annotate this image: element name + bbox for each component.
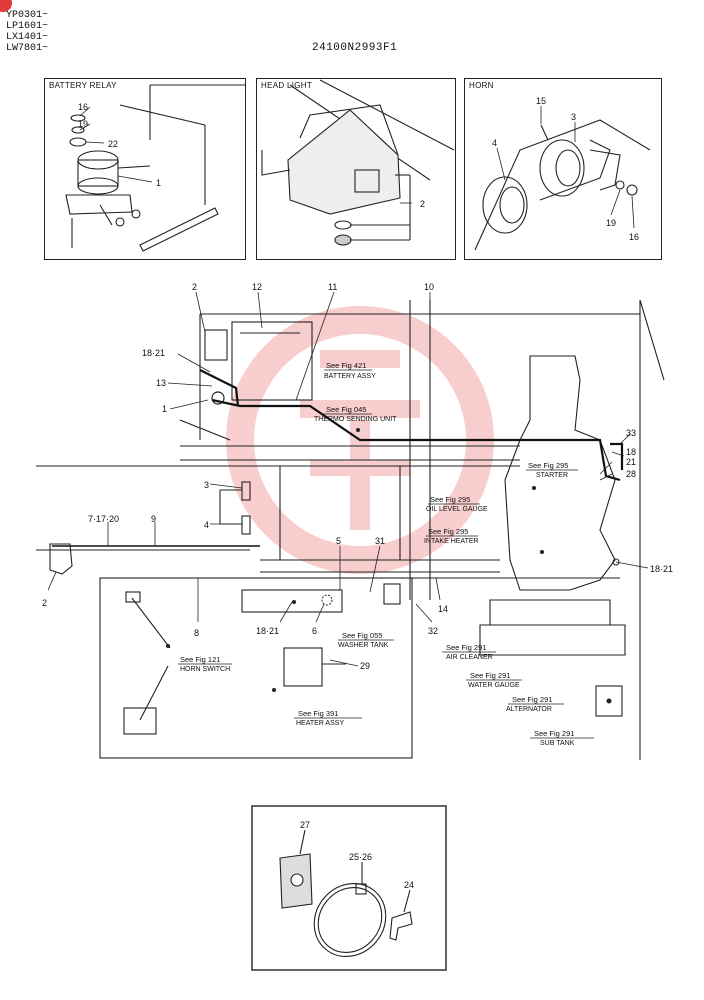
serial-1: YP0301~ — [6, 10, 49, 21]
serial-4: LW7801~ — [6, 43, 49, 54]
connector-dots — [166, 391, 620, 692]
callout-9: 9 — [151, 514, 156, 524]
ref-water-gauge: See Fig 291 WATER GAUGE — [466, 671, 522, 689]
ref-washer-see: See Fig 055 — [342, 631, 382, 640]
ref-alt-see: See Fig 291 — [512, 695, 552, 704]
ref-air-cleaner: See Fig 291 AIR CLEANER — [442, 643, 496, 661]
serial-2: LP1601~ — [6, 21, 49, 32]
ref-water-see: See Fig 291 — [470, 671, 510, 680]
serial-list: YP0301~ LP1601~ LX1401~ LW7801~ — [6, 10, 48, 54]
ref-intake-see: See Fig 295 — [428, 527, 468, 536]
callout-28: 28 — [626, 469, 636, 479]
corner-mark — [0, 0, 12, 12]
ref-oil-name: OIL LEVEL GAUGE — [426, 506, 488, 513]
ref-battery-see: See Fig 421 — [326, 361, 366, 370]
ref-horn-name: HORN SWITCH — [180, 666, 230, 673]
callout-16: 16 — [78, 102, 88, 112]
ref-washer-name: WASHER TANK — [338, 642, 389, 649]
callout-2-left: 2 — [42, 598, 47, 608]
callout-16-horn: 16 — [629, 232, 639, 242]
callout-21: 21 — [626, 457, 636, 467]
callout-4-horn: 4 — [492, 138, 497, 148]
callout-18-21-a: 18·21 — [142, 348, 165, 358]
ref-oil-see: See Fig 295 — [430, 495, 470, 504]
battery-relay-title: BATTERY RELAY — [49, 81, 117, 90]
ref-intake: See Fig 295 INTAKE HEATER — [424, 527, 479, 545]
callout-27: 27 — [300, 820, 310, 830]
callout-32: 32 — [428, 626, 438, 636]
ref-battery-assy: See Fig 421 BATTERY ASSY — [324, 361, 376, 380]
ref-starter-see: See Fig 295 — [528, 461, 568, 470]
ref-water-name: WATER GAUGE — [468, 682, 520, 689]
ref-horn-switch: See Fig 121 HORN SWITCH — [178, 655, 232, 673]
head-light-panel: HEAD LIGHT — [256, 78, 456, 260]
callout-11: 11 — [328, 282, 337, 292]
ref-heater-name: HEATER ASSY — [296, 720, 344, 727]
accessory-panel — [251, 805, 447, 971]
ref-heater: See Fig 391 HEATER ASSY — [294, 709, 362, 727]
ref-horn-see: See Fig 121 — [180, 655, 220, 664]
battery-relay-drawing — [65, 84, 245, 252]
head-light-drawing — [261, 79, 455, 246]
ref-sub-tank: See Fig 291 SUB TANK — [530, 729, 594, 747]
callout-2-top: 2 — [192, 282, 197, 292]
callout-12: 12 — [252, 282, 262, 292]
ref-heater-see: See Fig 391 — [298, 709, 338, 718]
wire-harness — [52, 369, 624, 547]
head-light-title: HEAD LIGHT — [261, 81, 313, 90]
ref-air-name: AIR CLEANER — [446, 654, 493, 661]
ref-air-see: See Fig 291 — [446, 643, 486, 652]
ref-starter: See Fig 295 STARTER — [526, 461, 578, 479]
callout-18-21-b: 18·21 — [256, 626, 279, 636]
ref-intake-name: INTAKE HEATER — [424, 538, 479, 545]
horn-title: HORN — [469, 81, 494, 90]
callout-1-main: 1 — [162, 404, 167, 414]
callout-18-21-c: 18·21 — [650, 564, 673, 574]
horn-drawing — [474, 119, 651, 251]
callout-22: 22 — [108, 139, 118, 149]
ref-thermo-see: See Fig 045 — [326, 405, 366, 414]
ref-battery-name: BATTERY ASSY — [324, 373, 376, 380]
battery-relay-panel: BATTERY RELAY — [44, 78, 246, 260]
ref-starter-name: STARTER — [536, 472, 568, 479]
callout-31: 31 — [375, 536, 385, 546]
callout-7-17-20: 7·17·20 — [88, 514, 119, 524]
callout-1-relay: 1 — [156, 178, 161, 188]
callout-29: 29 — [360, 661, 370, 671]
drawing-code: 24100N2993F1 — [312, 42, 398, 54]
callout-8: 8 — [194, 628, 199, 638]
accessory-drawing — [279, 829, 413, 957]
callout-6: 6 — [312, 626, 317, 636]
ref-alt-name: ALTERNATOR — [506, 706, 552, 713]
ref-alternator: See Fig 291 ALTERNATOR — [506, 695, 564, 713]
callout-19-horn: 19 — [606, 218, 616, 228]
ref-thermo-name: THERMO SENDING UNIT — [314, 416, 397, 423]
callout-15: 15 — [536, 96, 546, 106]
ref-sub-see: See Fig 291 — [534, 729, 574, 738]
callout-2-headlight: 2 — [420, 199, 425, 209]
callout-4-main: 4 — [204, 520, 209, 530]
ref-thermo: See Fig 045 THERMO SENDING UNIT — [314, 405, 397, 423]
callout-19: 19 — [78, 119, 88, 129]
serial-3: LX1401~ — [6, 32, 49, 43]
horn-panel: HORN — [464, 78, 662, 260]
callout-24: 24 — [404, 880, 414, 890]
callout-3-horn: 3 — [571, 112, 576, 122]
callout-33: 33 — [626, 428, 636, 438]
callout-13: 13 — [156, 378, 166, 388]
machine-frame — [36, 299, 665, 760]
callout-3-main: 3 — [204, 480, 209, 490]
callout-5: 5 — [336, 536, 341, 546]
ref-oil-gauge: See Fig 295 OIL LEVEL GAUGE — [426, 495, 488, 513]
leader-lines — [47, 106, 649, 667]
ref-sub-name: SUB TANK — [540, 740, 575, 747]
callout-25-26: 25·26 — [349, 852, 372, 862]
callout-14: 14 — [438, 604, 448, 614]
callout-10: 10 — [424, 282, 434, 292]
callout-18: 18 — [626, 447, 636, 457]
ref-washer: See Fig 055 WASHER TANK — [338, 631, 394, 649]
